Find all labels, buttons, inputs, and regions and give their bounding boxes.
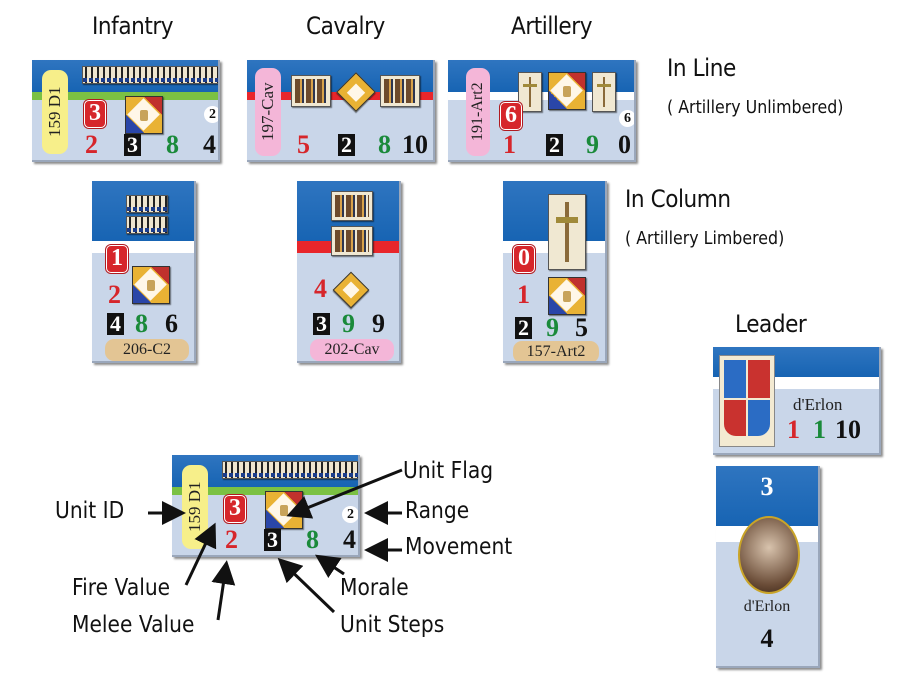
morale-value: 9 (546, 313, 559, 342)
header-infantry: Infantry (92, 12, 174, 40)
leader-value-1: 1 (787, 415, 800, 444)
label-in-line-note: ( Artillery Unlimbered) (667, 97, 844, 118)
counter-artillery-column: 0 1 2 9 5 157-Art2 (503, 181, 607, 363)
movement-value: 4 (343, 525, 356, 554)
label-unit-id: Unit ID (55, 498, 125, 524)
unit-flag-icon (548, 72, 586, 110)
leader-value-2: 1 (813, 415, 826, 444)
counter-infantry-column: 1 2 4 8 6 206-C2 (92, 181, 196, 363)
infantry-figures-icon (82, 66, 218, 84)
range-value: 6 (619, 110, 634, 127)
steps-value: 3 (264, 529, 281, 551)
counter-leader-front: d'Erlon 1 1 10 (713, 347, 881, 455)
infantry-figures-icon (222, 461, 358, 479)
arrow-fire-value (184, 522, 217, 586)
unit-flag-icon (132, 266, 170, 304)
unit-id: 206-C2 (105, 339, 189, 361)
melee-value: 2 (108, 280, 121, 309)
melee-value: 1 (503, 130, 516, 159)
label-in-line: In Line (667, 54, 736, 82)
counter-infantry-line: 159 D1 3 2 2 3 8 4 (32, 60, 220, 162)
unit-id: 202-Cav (310, 339, 394, 361)
label-in-column: In Column (625, 185, 731, 213)
movement-value: 5 (575, 313, 588, 342)
leader-portrait (738, 516, 800, 594)
limbered-cannon-icon (548, 194, 586, 270)
header-cavalry: Cavalry (306, 12, 385, 40)
morale-value: 9 (342, 309, 355, 338)
melee-value: 2 (85, 130, 98, 159)
arrow-morale (315, 554, 345, 578)
movement-value: 6 (165, 309, 178, 338)
coat-of-arms-icon (719, 355, 775, 447)
fire-value: 0 (513, 245, 535, 273)
counter-cavalry-column: 4 3 9 9 202-Cav (297, 181, 401, 363)
arrow-unit-steps (277, 557, 336, 614)
melee-value: 5 (297, 130, 310, 159)
leader-value-3: 10 (835, 415, 861, 444)
counter-leader-back: 3 d'Erlon 4 (716, 466, 820, 668)
movement-value: 4 (203, 130, 216, 159)
cannon-icon (518, 72, 542, 112)
movement-value: 0 (618, 130, 631, 159)
range-value: 2 (342, 506, 358, 523)
infantry-figures-icon (126, 195, 168, 213)
cavalry-figures-icon (291, 75, 331, 107)
fire-value: 6 (500, 102, 522, 130)
counter-cavalry-line: 197-Cav 5 2 8 10 (247, 60, 435, 162)
header-leader: Leader (735, 310, 807, 338)
fire-value: 3 (84, 100, 106, 128)
steps-value: 3 (124, 134, 141, 156)
arrow-unit-flag (286, 468, 403, 519)
movement-value: 10 (402, 130, 428, 159)
cavalry-figures-icon (380, 75, 420, 107)
label-unit-steps: Unit Steps (340, 612, 445, 638)
melee-value: 1 (517, 280, 530, 309)
label-range: Range (405, 498, 470, 524)
leader-name: d'Erlon (793, 395, 843, 414)
unit-id: 157-Art2 (513, 341, 599, 361)
unit-flag-icon (548, 277, 586, 315)
steps-value: 4 (107, 313, 124, 335)
range-value: 2 (204, 106, 218, 123)
infantry-figures-icon (126, 216, 168, 234)
cavalry-figures-icon (331, 191, 373, 221)
label-melee-value: Melee Value (72, 612, 195, 638)
steps-value: 2 (338, 134, 355, 156)
label-fire-value: Fire Value (72, 575, 171, 601)
steps-value: 3 (313, 313, 330, 335)
morale-value: 8 (306, 525, 319, 554)
label-morale: Morale (340, 575, 409, 601)
fire-value: 3 (224, 495, 246, 523)
morale-value: 9 (586, 130, 599, 159)
morale-value: 8 (135, 309, 148, 338)
melee-value: 4 (314, 274, 327, 303)
label-movement: Movement (405, 534, 513, 560)
steps-value: 2 (546, 134, 563, 156)
movement-value: 9 (372, 309, 385, 338)
melee-value: 2 (225, 525, 238, 554)
fire-value: 1 (106, 245, 128, 273)
leader-top-value: 3 (760, 472, 774, 501)
counter-artillery-line: 191-Art2 6 6 1 2 9 0 (448, 60, 636, 162)
unit-flag-icon (125, 96, 163, 134)
leader-value: 4 (760, 624, 774, 653)
cannon-icon (592, 72, 616, 112)
cavalry-figures-icon (331, 226, 373, 256)
morale-value: 8 (166, 130, 179, 159)
steps-value: 2 (515, 317, 532, 339)
label-unit-flag: Unit Flag (403, 458, 494, 484)
morale-value: 8 (378, 130, 391, 159)
leader-name: d'Erlon (743, 598, 791, 615)
header-artillery: Artillery (511, 12, 593, 40)
label-in-column-note: ( Artillery Limbered) (625, 228, 785, 249)
arrow-melee-value (211, 560, 236, 621)
